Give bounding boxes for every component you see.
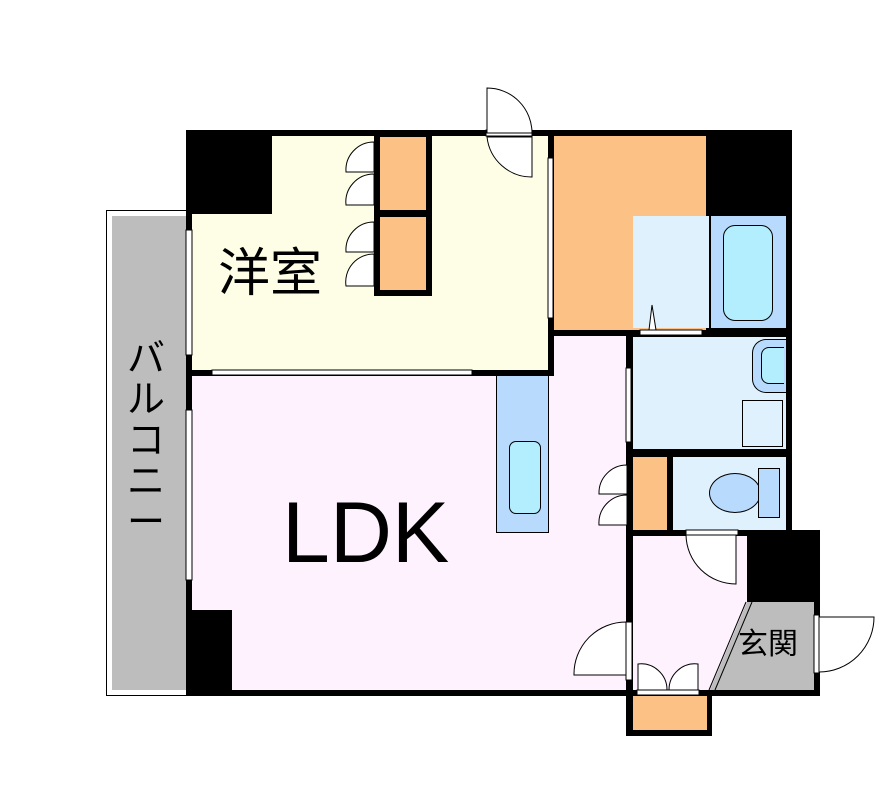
western-room-label: 洋室 [218,244,323,304]
bathtub [723,225,773,321]
entrance-label: 玄関 [738,627,798,662]
ldk-label: LDK [282,485,450,581]
pillar-ldk [186,610,232,696]
pillar-entrance [747,530,820,602]
shoe-closet [633,696,707,730]
balcony-label: バ ル コ ニ ー [126,336,165,544]
washroom-area [633,216,709,328]
balcony [112,216,188,690]
pillar [186,130,272,214]
kitchen-sink [509,441,541,514]
ldk-room-upper [554,336,626,380]
closet-upper [380,137,426,210]
washbasin-bowl [761,347,784,384]
washing-machine-space [742,400,783,447]
toilet-tank [758,468,780,518]
closet-hall [633,457,667,530]
closet-lower [380,217,426,290]
ldk-room [192,376,626,690]
